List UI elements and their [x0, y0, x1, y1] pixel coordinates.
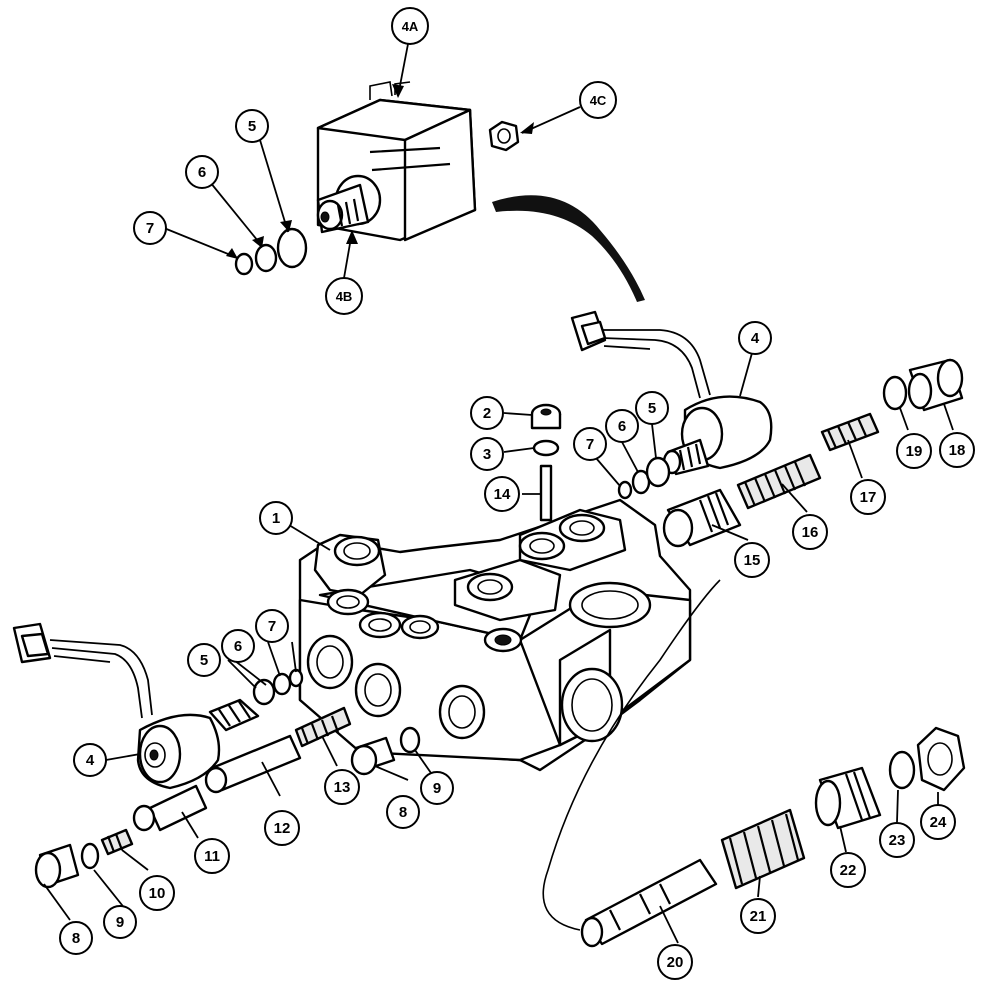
- arrowhead-4C: [520, 122, 534, 134]
- arrowhead-4B: [346, 230, 358, 244]
- callout-22-label: 22: [840, 862, 857, 879]
- callout-4-left-label: 4: [86, 752, 95, 769]
- callout-6-top-label: 6: [198, 164, 206, 181]
- callout-14-label: 14: [494, 486, 511, 503]
- callout-4-left: 4: [73, 743, 107, 777]
- callout-8-mid-label: 8: [399, 804, 407, 821]
- callout-1-label: 1: [272, 510, 280, 527]
- callout-14: 14: [484, 476, 520, 512]
- callout-4B: 4B: [325, 277, 363, 315]
- callout-20-label: 20: [667, 954, 684, 971]
- callout-21: 21: [740, 898, 776, 934]
- callout-2: 2: [470, 396, 504, 430]
- callout-6-right-label: 6: [618, 418, 626, 435]
- arrowhead-4A: [392, 84, 404, 98]
- callout-23: 23: [879, 822, 915, 858]
- callout-18-label: 18: [949, 442, 966, 459]
- callout-10: 10: [139, 875, 175, 911]
- callout-7-left-label: 7: [268, 618, 276, 635]
- callout-7-left: 7: [255, 609, 289, 643]
- callout-3: 3: [470, 437, 504, 471]
- curved-arrow: [492, 195, 645, 302]
- parts-left: [34, 668, 421, 889]
- callout-24: 24: [920, 804, 956, 840]
- callout-22: 22: [830, 852, 866, 888]
- callout-2-label: 2: [483, 405, 491, 422]
- callout-7-right-label: 7: [586, 436, 594, 453]
- callout-16-label: 16: [802, 524, 819, 541]
- callout-5-left-label: 5: [200, 652, 208, 669]
- callout-9-left-label: 9: [116, 914, 124, 931]
- callout-16: 16: [792, 514, 828, 550]
- nut-4c: [488, 120, 520, 152]
- callout-4B-label: 4B: [336, 289, 353, 304]
- callout-13: 13: [324, 769, 360, 805]
- callout-11-label: 11: [204, 848, 220, 865]
- callout-6-left: 6: [221, 629, 255, 663]
- callout-23-label: 23: [889, 832, 906, 849]
- callout-5-top: 5: [235, 109, 269, 143]
- callout-10-label: 10: [149, 885, 166, 902]
- callout-7-top: 7: [133, 211, 167, 245]
- callout-6-top: 6: [185, 155, 219, 189]
- parts-right: [530, 358, 964, 548]
- callout-17: 17: [850, 479, 886, 515]
- callout-18: 18: [939, 432, 975, 468]
- callout-21-label: 21: [750, 908, 767, 925]
- callout-4A: 4A: [391, 7, 429, 45]
- callout-12: 12: [264, 810, 300, 846]
- callout-11: 11: [194, 838, 230, 874]
- solenoid-left: [12, 622, 260, 790]
- callout-7-right: 7: [573, 427, 607, 461]
- solenoid-right: [570, 310, 773, 476]
- callout-3-label: 3: [483, 446, 491, 463]
- callout-17-label: 17: [860, 489, 877, 506]
- callout-1: 1: [259, 501, 293, 535]
- callout-15: 15: [734, 542, 770, 578]
- callout-8-left-label: 8: [72, 930, 80, 947]
- callout-8-mid: 8: [386, 795, 420, 829]
- callout-6-left-label: 6: [234, 638, 242, 655]
- callout-24-label: 24: [930, 814, 947, 831]
- callout-4A-label: 4A: [402, 19, 419, 34]
- callout-12-label: 12: [274, 820, 291, 837]
- callout-5-right-label: 5: [648, 400, 656, 417]
- callout-4C-label: 4C: [590, 93, 607, 108]
- callout-7-top-label: 7: [146, 220, 154, 237]
- callout-4C: 4C: [579, 81, 617, 119]
- callout-4-right-label: 4: [751, 330, 760, 347]
- callout-9-mid: 9: [420, 771, 454, 805]
- orings-top: [234, 227, 308, 276]
- callout-19: 19: [896, 433, 932, 469]
- callout-4-right: 4: [738, 321, 772, 355]
- arrowhead-7-top: [226, 248, 238, 259]
- arrowhead-6-top: [252, 236, 264, 248]
- callout-6-right: 6: [605, 409, 639, 443]
- valve-body: [298, 498, 692, 772]
- callout-20: 20: [657, 944, 693, 980]
- callout-19-label: 19: [906, 443, 923, 460]
- callout-9-left: 9: [103, 905, 137, 939]
- callout-8-left: 8: [59, 921, 93, 955]
- callout-5-left: 5: [187, 643, 221, 677]
- leader-lines: [43, 43, 954, 944]
- callout-9-mid-label: 9: [433, 780, 441, 797]
- callout-5-top-label: 5: [248, 118, 256, 135]
- callout-15-label: 15: [744, 552, 761, 569]
- callout-13-label: 13: [334, 779, 351, 796]
- arrowhead-5-top: [280, 220, 292, 232]
- parts-lower-right: [542, 579, 966, 948]
- solenoid-coil-exploded: [316, 81, 477, 242]
- callout-5-right: 5: [635, 391, 669, 425]
